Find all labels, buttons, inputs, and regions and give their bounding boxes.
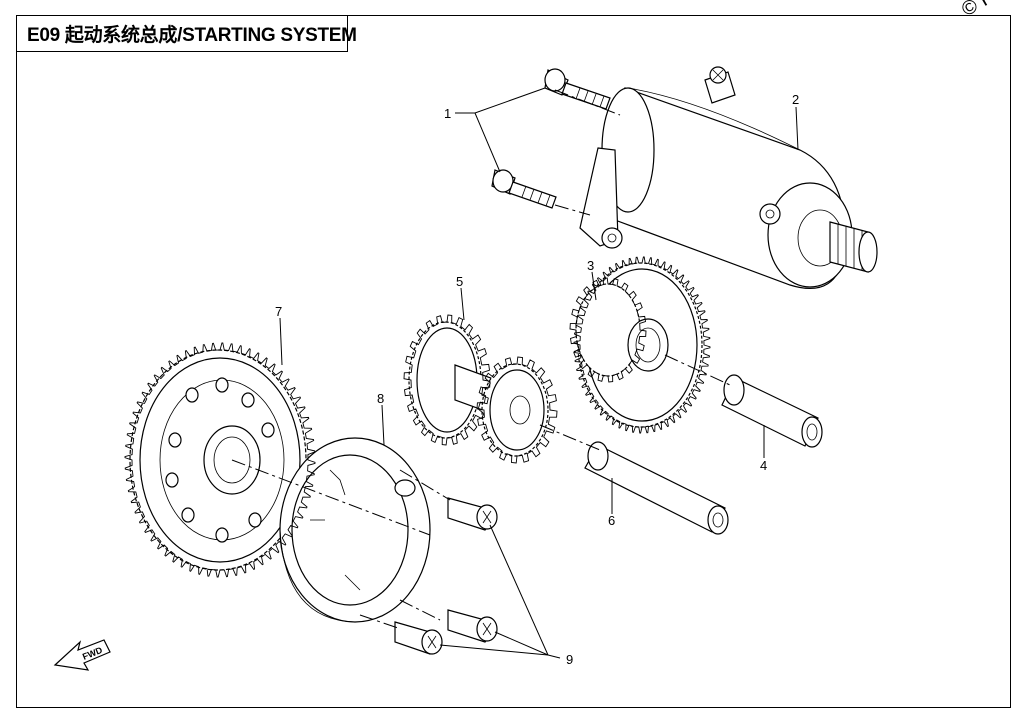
ring-gear-teeth xyxy=(124,342,316,578)
idle-gear-large-teeth xyxy=(403,314,491,446)
fwd-arrow-icon: FWD xyxy=(53,639,111,671)
callout-5: 5 xyxy=(456,274,463,289)
dual-gear-teeth xyxy=(573,256,711,434)
assembly-lines xyxy=(231,89,731,629)
starter-motor xyxy=(579,66,878,289)
callout-1: 1 xyxy=(444,106,451,121)
callout-2: 2 xyxy=(792,92,799,107)
bolt-9a xyxy=(447,497,498,531)
drawing-frame xyxy=(16,15,1011,708)
one-way-clutch xyxy=(279,437,431,623)
callout-6: 6 xyxy=(608,513,615,528)
callout-4: 4 xyxy=(760,458,767,473)
callout-8: 8 xyxy=(377,391,384,406)
page-title: E09 起动系统总成/STARTING SYSTEM xyxy=(27,25,357,46)
dual-gear-small-teeth xyxy=(569,277,647,383)
title-box: E09 起动系统总成/STARTING SYSTEM xyxy=(16,15,357,52)
bolt-lower xyxy=(491,169,557,209)
bolt-upper xyxy=(544,68,611,110)
leader-lines xyxy=(279,87,799,659)
bolt-9b xyxy=(447,609,498,643)
idle-gear xyxy=(408,321,549,457)
shaft-6 xyxy=(584,441,729,535)
bolt-9c xyxy=(394,621,443,655)
callout-7: 7 xyxy=(275,304,282,319)
callout-3: 3 xyxy=(587,258,594,273)
shaft-4 xyxy=(721,374,823,448)
idle-gear-small-teeth xyxy=(476,356,558,464)
starter-ring-gear xyxy=(129,349,307,571)
callout-9: 9 xyxy=(566,652,573,667)
